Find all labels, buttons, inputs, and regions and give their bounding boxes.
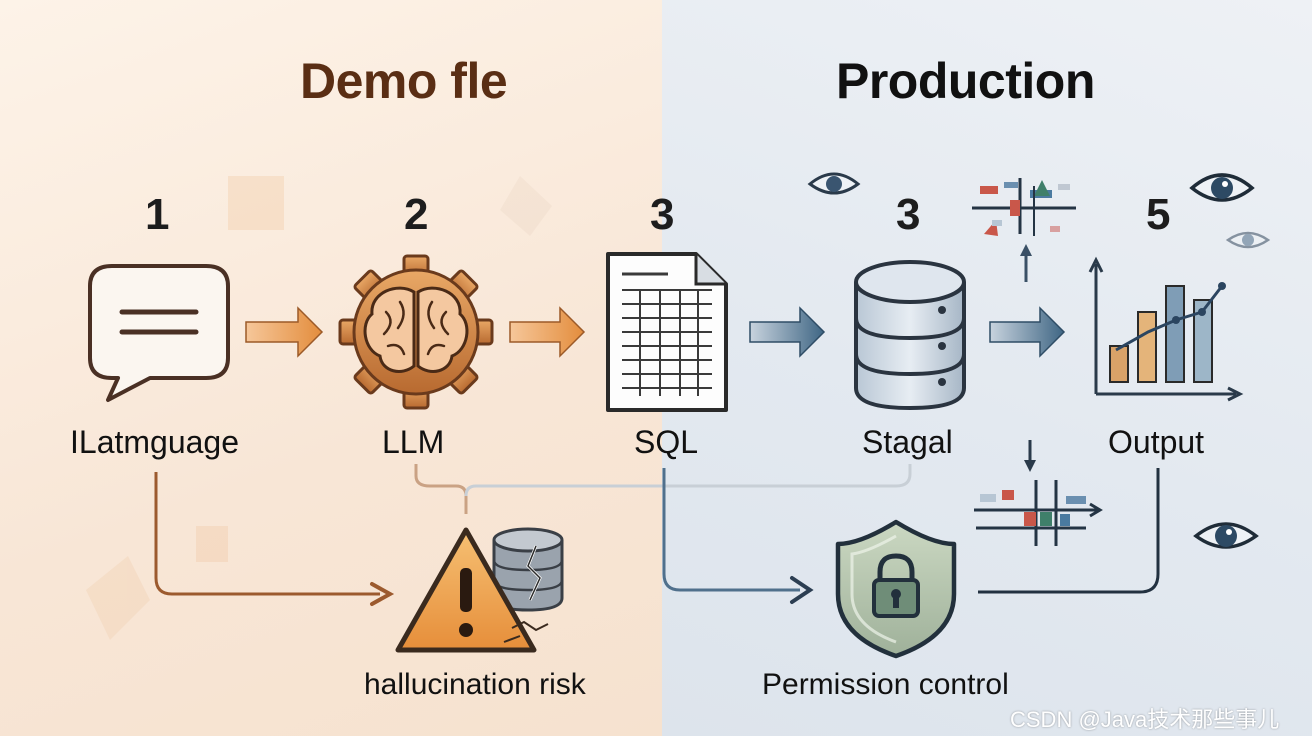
up-arrow-icon (1020, 244, 1032, 282)
database-icon (854, 260, 966, 411)
step-label-output: Output (1108, 424, 1205, 460)
step-number-5: 5 (1146, 190, 1171, 239)
down-arrow-icon (1024, 440, 1036, 472)
step-label-llm: LLM (382, 424, 445, 460)
watermark: CSDN @Java技术那些事儿 (1010, 707, 1280, 732)
step-label-storage: Stagal (862, 424, 953, 460)
bar-chart-icon (1088, 256, 1244, 402)
step-label-sql: SQL (634, 424, 699, 460)
eye-icon (1225, 231, 1271, 249)
eye-icon (1189, 173, 1255, 202)
eye-icon (807, 172, 861, 195)
warning-triangle-icon (395, 527, 549, 653)
chat-bubble-icon (88, 264, 230, 402)
spreadsheet-document-icon (606, 252, 728, 412)
data-fragment-icon (974, 480, 1103, 546)
permission-label: Permission control (762, 668, 1009, 701)
flow-arrow (989, 306, 1066, 358)
connector-line (154, 464, 1160, 606)
step-number-2: 2 (404, 190, 429, 239)
risk-label: hallucination risk (364, 668, 586, 701)
eye-icon (1193, 522, 1259, 549)
flow-arrow (749, 306, 826, 358)
demo-heading: Demo fle (300, 53, 508, 109)
step-label-language: ILatmguage (70, 424, 240, 460)
flow-arrow (509, 306, 586, 358)
step-number-3: 3 (650, 190, 675, 239)
step-number-1: 1 (145, 190, 170, 239)
shield-lock-icon (835, 519, 957, 659)
flow-arrow (245, 306, 324, 358)
background-decoration (86, 176, 552, 640)
data-fragment-icon (972, 178, 1076, 236)
brain-gear-icon (338, 254, 494, 410)
step-number-4: 3 (896, 190, 921, 239)
production-heading: Production (836, 53, 1095, 109)
